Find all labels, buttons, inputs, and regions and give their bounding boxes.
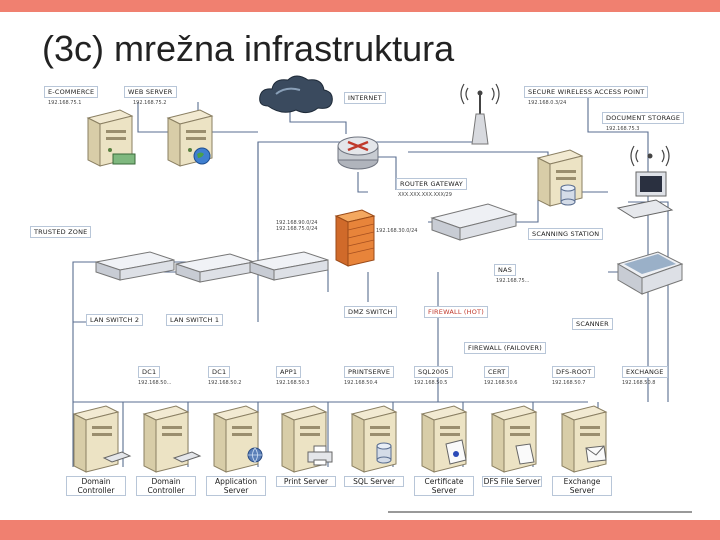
bottom-divider: [388, 511, 692, 513]
money-icon: [112, 153, 136, 165]
document-storage-label: DOCUMENT STORAGE: [602, 112, 685, 124]
file-icon: [515, 443, 535, 465]
envelope-icon: [585, 445, 607, 463]
document-storage-server-icon: [536, 149, 584, 207]
database-icon: [560, 184, 576, 206]
server-label: PRINTSERVE: [344, 366, 395, 378]
printer-icon: [307, 445, 333, 466]
lan-switch-1-label: LAN SWITCH 1: [166, 314, 224, 326]
keyboard-icon: [172, 451, 202, 463]
server-ip: 192.168.50.2: [208, 380, 242, 386]
nas-ip: 192.168.75...: [496, 278, 530, 284]
wireless-access-point-icon: [460, 83, 500, 145]
globe-icon: [247, 447, 263, 463]
router-icon: [337, 136, 379, 170]
server-label: CERT: [484, 366, 510, 378]
globe-icon: [193, 147, 211, 165]
server-ip: 192.168.50.4: [344, 380, 378, 386]
server-label: DC1: [138, 366, 161, 378]
internet-cloud-icon: [259, 75, 333, 114]
scanner-label: SCANNER: [572, 318, 613, 330]
router-gateway-ip: XXX.XXX.XXX.XXX/29: [398, 192, 452, 198]
database-icon: [376, 442, 392, 464]
document-storage-ip: 192.168.75.3: [606, 126, 640, 132]
firewall-right-ip: 192.168.30.0/24: [376, 228, 418, 234]
application-server-icon: [212, 405, 260, 473]
scanning-station-label: SCANNING STATION: [528, 228, 604, 240]
server-ip: 192.168.50.3: [276, 380, 310, 386]
dmz-switch-icon: [249, 251, 329, 281]
firewall-icon: [334, 209, 376, 267]
wireless-laptop-icon: [616, 145, 674, 219]
ecommerce-ip: 192.168.75.1: [48, 100, 82, 106]
server-caption: Domain Controller: [136, 476, 196, 496]
bottom-accent-bar: [0, 520, 720, 540]
server-caption: Exchange Server: [552, 476, 612, 496]
server-caption: SQL Server: [344, 476, 404, 487]
nas-label: NAS: [494, 264, 517, 276]
slide-title: (3c) mrežna infrastruktura: [42, 28, 455, 69]
firewall-left-ip: 192.168.90.0/24 192.168.75.0/24: [276, 220, 318, 232]
webserver-label: WEB SERVER: [124, 86, 177, 98]
server-ip: 192.168.50.7: [552, 380, 586, 386]
lan-switch-2-icon: [95, 251, 175, 281]
sql-server-icon: [350, 405, 398, 473]
ecommerce-label: E-COMMERCE: [44, 86, 99, 98]
certificate-icon: [445, 439, 467, 465]
dmz-switch-label: DMZ SWITCH: [344, 306, 397, 318]
server-ip: 192.168.50...: [138, 380, 172, 386]
internet-label: INTERNET: [344, 92, 386, 104]
firewall-failover-label: FIREWALL (FAILOVER): [464, 342, 546, 354]
server-ip: 192.168.50.5: [414, 380, 448, 386]
server-label: DFS-ROOT: [552, 366, 596, 378]
top-accent-bar: [0, 0, 720, 12]
server-caption: DFS File Server: [482, 476, 542, 487]
domain-controller-server-icon: [142, 405, 190, 473]
server-label: DC1: [208, 366, 231, 378]
server-label: EXCHANGE: [622, 366, 668, 378]
network-diagram: INTERNET E-COMMERCE 192.168.75.1 WEB SER…: [28, 72, 692, 517]
wap-ip: 192.168.0.3/24: [528, 100, 567, 106]
exchange-server-icon: [560, 405, 608, 473]
firewall-hot-label: FIREWALL (HOT): [424, 306, 488, 318]
trusted-zone-label: TRUSTED ZONE: [30, 226, 92, 238]
router-gateway-label: ROUTER GATEWAY: [396, 178, 467, 190]
server-caption: Application Server: [206, 476, 266, 496]
server-label: APP1: [276, 366, 302, 378]
lan-switch-2-label: LAN SWITCH 2: [86, 314, 144, 326]
server-caption: Domain Controller: [66, 476, 126, 496]
keyboard-icon: [102, 451, 132, 463]
server-ip: 192.168.50.6: [484, 380, 518, 386]
server-label: SQL2005: [414, 366, 453, 378]
scanner-device-icon: [616, 251, 684, 295]
lan-switch-1-icon: [175, 253, 255, 283]
server-caption: Certificate Server: [414, 476, 474, 496]
gateway-appliance-icon: [430, 203, 518, 241]
server-ip: 192.168.50.8: [622, 380, 656, 386]
wap-label: SECURE WIRELESS ACCESS POINT: [524, 86, 649, 98]
server-caption: Print Server: [276, 476, 336, 487]
webserver-ip: 192.168.75.2: [133, 100, 167, 106]
